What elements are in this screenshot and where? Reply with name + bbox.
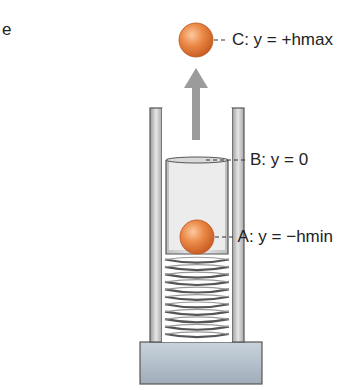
spring-coil [165,327,229,330]
spring-coil [165,289,229,292]
position-label: C: y = +hmax [232,31,333,50]
position-label: A: y = −hmin [238,228,333,247]
spring-coil [165,274,229,277]
base-plate [140,342,262,384]
leader-line [206,159,246,160]
spring-coil [165,309,229,311]
leader-line [215,236,234,237]
spring-coil [165,324,229,326]
spring-coil [165,332,229,334]
motion-arrow [192,86,200,140]
spring-coil [165,267,229,270]
spring-coil [165,334,229,337]
spring-coil [165,287,229,289]
spring-coil [165,259,229,262]
piston-rim [166,157,228,163]
tube-wall [232,108,244,342]
piston-cup [166,160,228,254]
ball [180,220,214,254]
ball [179,23,213,57]
arrow-head [184,68,208,88]
spring-coil [165,295,229,297]
spring-coil [165,280,229,282]
leader-line [214,39,228,40]
spring-coil [165,272,229,274]
spring-coil [165,297,229,300]
spring-coil [165,265,229,267]
spring-coil [165,257,229,259]
tube-bore [162,108,232,342]
position-label: B: y = 0 [250,151,308,170]
spring-coil [165,282,229,285]
spring-coil [165,319,229,322]
fragment-text: e [2,21,11,40]
spring-coil [165,302,229,304]
tube-wall [150,108,162,342]
spring-coil [165,304,229,307]
spring-coil [165,317,229,319]
spring-coil [165,312,229,315]
spring [165,257,229,337]
